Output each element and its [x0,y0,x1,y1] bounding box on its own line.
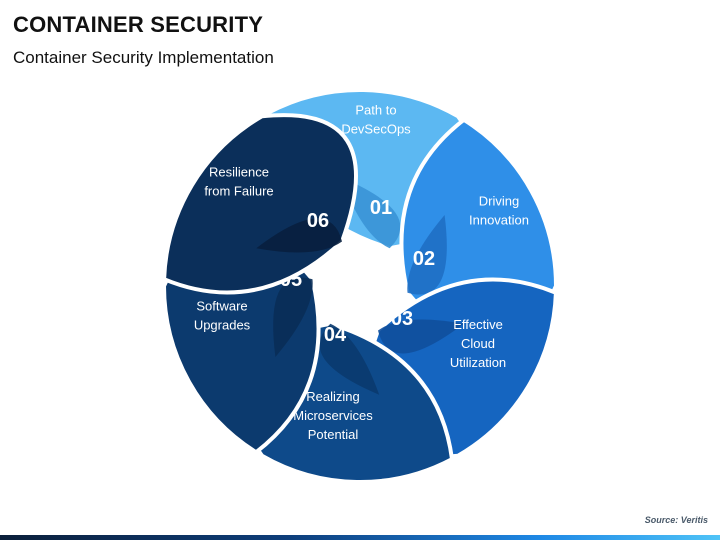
segment-shape [162,113,358,295]
segment-fold [378,319,464,354]
segment-04-label-line1: Realizing [306,389,359,404]
segment-04-number: 04 [324,324,347,346]
segment-fold [319,323,380,395]
segment-01-label-line1: Path to [355,103,396,118]
page-subtitle: Container Security Implementation [13,48,274,67]
segment-fold [256,218,342,253]
segment-06-label-line2: from Failure [204,184,273,199]
segment-01-number: 01 [370,197,392,219]
segment-01-label-line2: DevSecOps [341,122,411,137]
segment-06-label-line1: Resilience [209,165,269,180]
segment-02-label-line2: Innovation [469,213,529,228]
segment-06-number: 06 [307,210,329,232]
cycle-segment-06: Resilience from Failure 06 [162,113,358,295]
bottom-accent-bar [0,535,720,540]
segment-fold [407,215,447,295]
segment-03-label-line1: Effective [453,317,503,332]
page-title: CONTAINER SECURITY [13,12,264,37]
segment-04-label-line2: Microservices [293,408,373,423]
segment-02-label-line1: Driving [479,194,519,209]
segment-03-label-line2: Cloud [461,336,495,351]
segment-fold [273,277,313,357]
segment-04-label-line3: Potential [308,427,359,442]
segment-03-number: 03 [391,308,413,330]
source-note: Source: Veritis [644,515,708,525]
segment-05-label-line1: Software [196,299,247,314]
segment-03-label-line3: Utilization [450,355,506,370]
segment-05-label-line2: Upgrades [194,318,251,333]
segment-02-number: 02 [413,248,435,270]
